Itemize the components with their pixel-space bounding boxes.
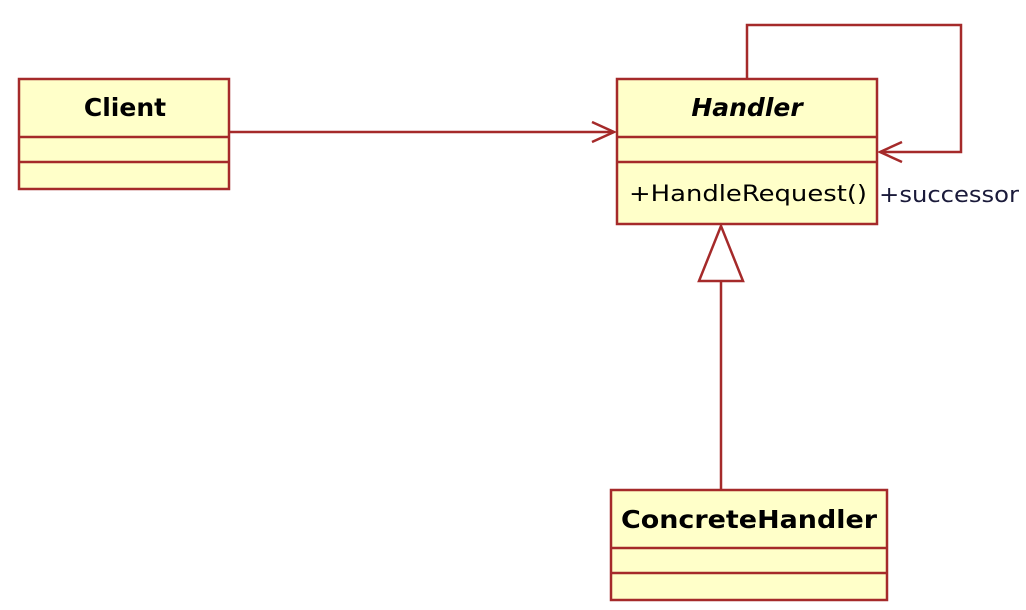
successor-role-label: +successor [879,183,1020,208]
class-client-box [17,77,231,191]
generalization-triangle-arrowhead [697,222,745,283]
association-successor-arrowhead [876,140,903,164]
class-handler-operation: +HandleRequest() [629,182,867,207]
association-handler-successor[interactable]: +successor [745,23,1020,208]
class-concrete-handler-name: ConcreteHandler [621,505,878,534]
class-concrete-handler-box [609,488,889,602]
class-concrete-handler[interactable]: ConcreteHandler [609,488,889,602]
association-successor-line [745,23,963,154]
association-client-handler[interactable] [229,120,618,144]
generalization-concrete-handler[interactable] [697,222,745,490]
association-client-handler-arrowhead [591,120,618,144]
class-handler-name: Handler [691,93,804,122]
class-client-name: Client [84,93,166,122]
class-handler[interactable]: Handler +HandleRequest() [615,77,879,226]
class-client[interactable]: Client [17,77,231,191]
